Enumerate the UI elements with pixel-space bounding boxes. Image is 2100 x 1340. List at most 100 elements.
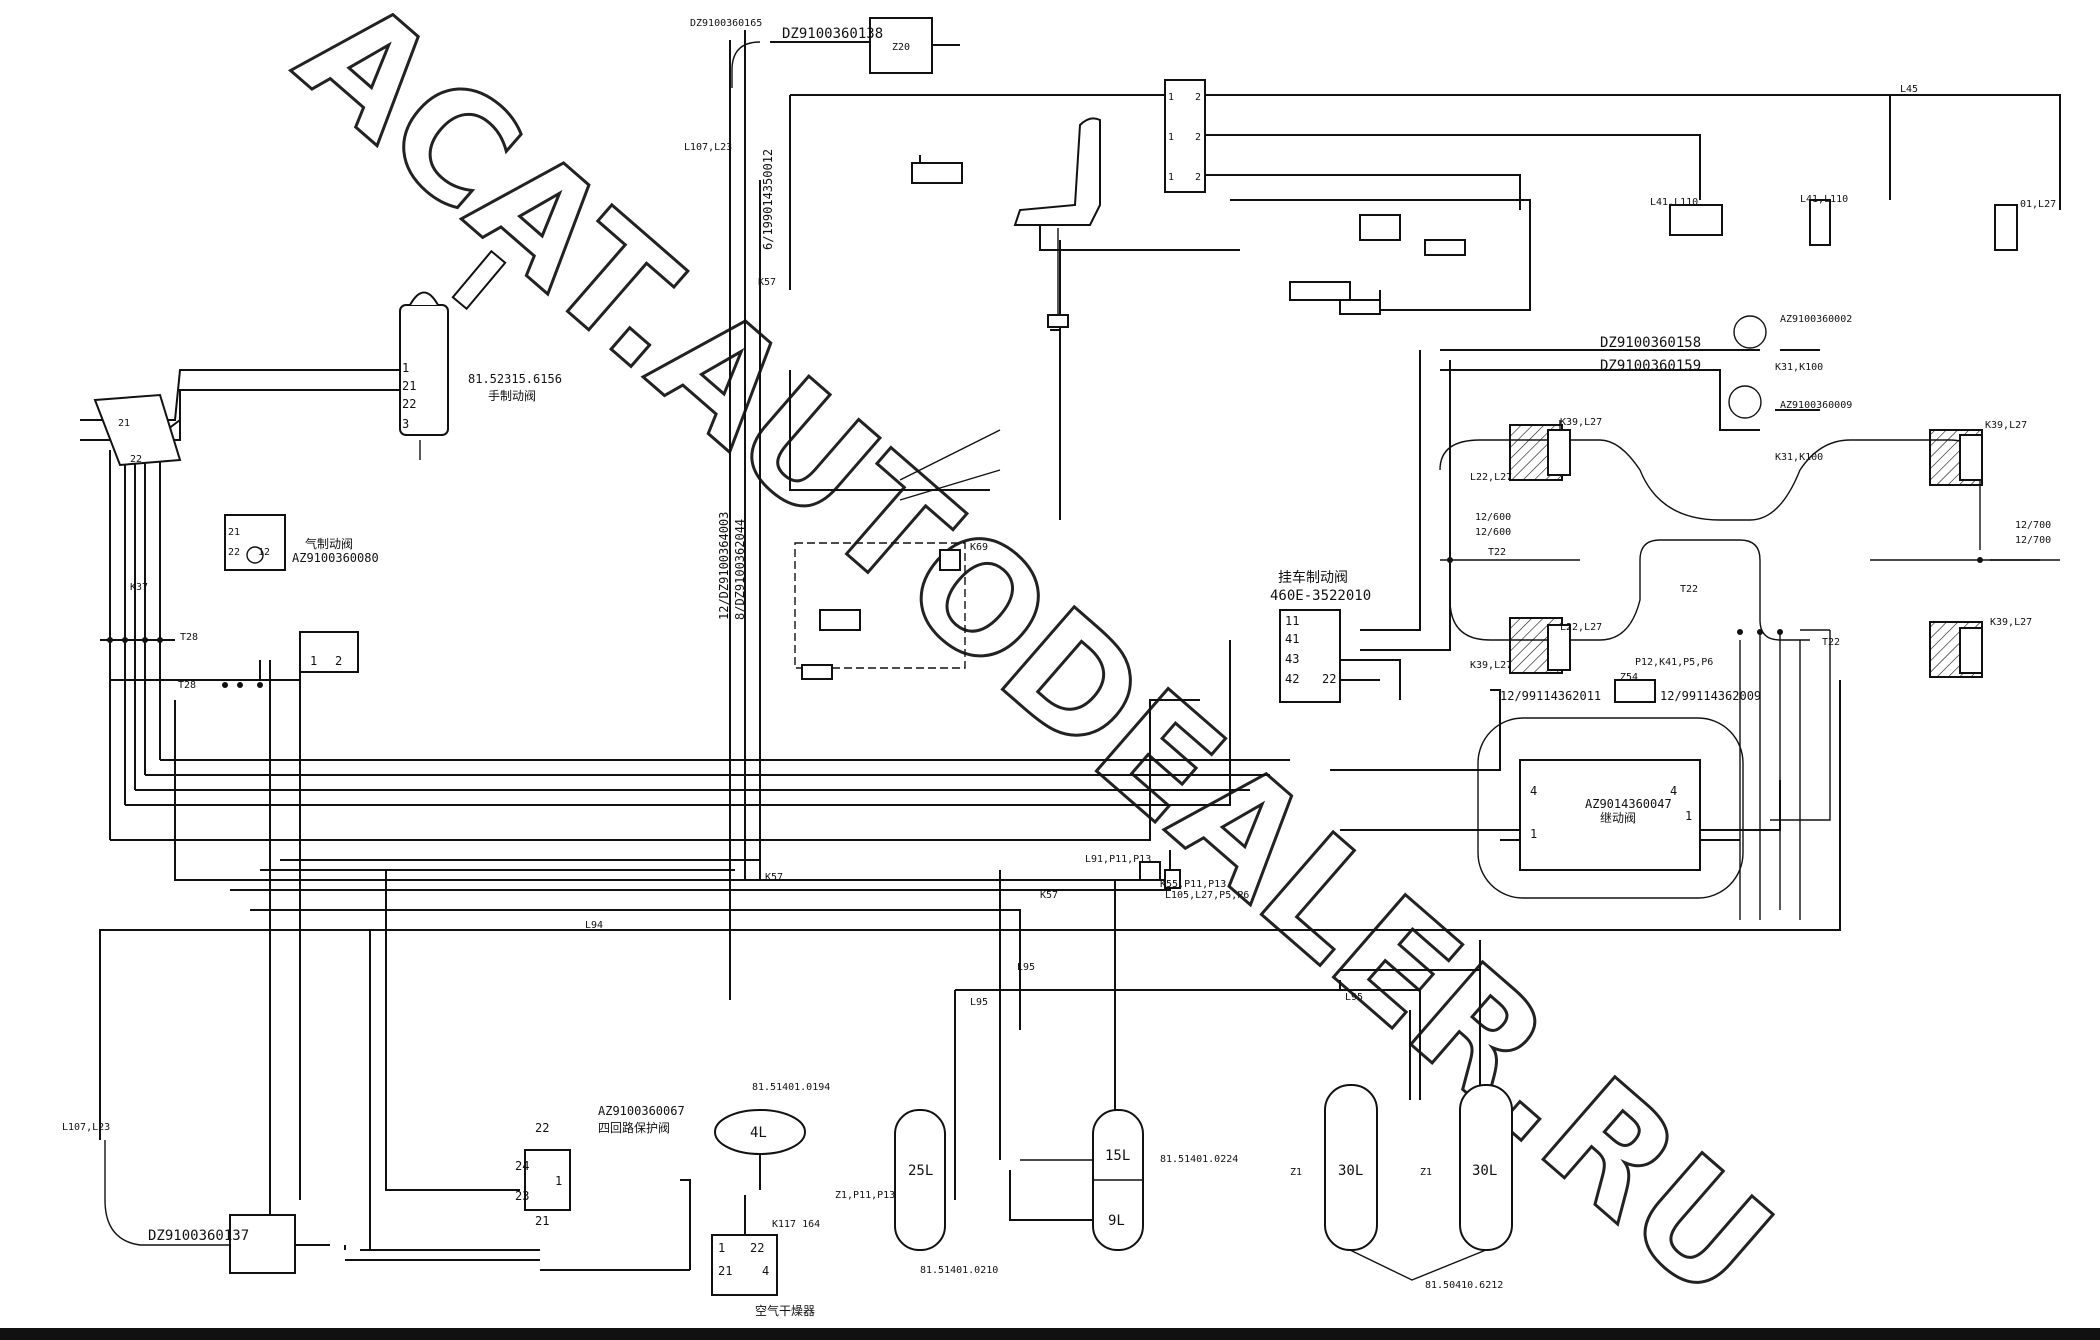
top-hose: Z20 DZ9100360138 DZ9100360165 L107,L23 bbox=[684, 17, 960, 153]
dryer-port-21: 21 bbox=[718, 1264, 732, 1278]
k55-label: K55,P11,P13 bbox=[1160, 879, 1226, 890]
tv-port-11: 11 bbox=[1285, 614, 1299, 628]
t22-c: T22 bbox=[1822, 637, 1840, 648]
vertical-hose-labels: 6/199014350012 12/DZ9100364003 8/DZ91003… bbox=[717, 149, 775, 620]
trailer-brake-valve: 11 41 43 42 22 挂车制动阀 460E-3522010 bbox=[1270, 569, 1371, 703]
z1-c: Z1 bbox=[1420, 1167, 1432, 1178]
hand-valve-title: 手制动阀 bbox=[488, 389, 536, 403]
svg-text:22: 22 bbox=[130, 454, 142, 465]
air-brake-title: 气制动阀 bbox=[305, 536, 353, 551]
l107-bottom: L107,L23 bbox=[62, 1122, 110, 1133]
hand-valve-part: 81.52315.6156 bbox=[468, 372, 562, 386]
k31-b: K31,K100 bbox=[1775, 452, 1823, 463]
brake-chambers: K39,L27 L22,L27 L22,L27 K39,L27 K39,L27 … bbox=[1470, 417, 2051, 678]
tv-port-22: 22 bbox=[1322, 672, 1336, 686]
center-control: K69 bbox=[794, 542, 988, 680]
l95-b: L95 bbox=[970, 997, 988, 1008]
relay-title: 继动阀 bbox=[1600, 811, 1636, 825]
t12-a: 12/600 bbox=[1475, 512, 1511, 523]
k39-d: K39,L27 bbox=[1470, 660, 1512, 671]
z54-label: Z54 bbox=[1620, 672, 1638, 683]
hand-brake-valve: 1 21 22 3 81.52315.6156 手制动阀 bbox=[399, 249, 562, 460]
tank-30l-a: 30L bbox=[1338, 1163, 1363, 1179]
svg-text:2: 2 bbox=[335, 654, 342, 668]
svg-text:2: 2 bbox=[1195, 92, 1201, 103]
tank-part-c: 81.51401.0224 bbox=[1160, 1154, 1238, 1165]
l107-top: L107,L23 bbox=[684, 142, 732, 153]
tank-part-b: 81.51401.0210 bbox=[920, 1265, 998, 1276]
l41-b: L41,L110 bbox=[1800, 194, 1848, 205]
svg-text:4: 4 bbox=[1530, 784, 1537, 798]
bottom-hose-part: DZ9100360137 bbox=[148, 1228, 249, 1244]
bottom-hose: DZ9100360137 L107,L23 bbox=[62, 1122, 296, 1274]
tv-port-42: 42 bbox=[1285, 672, 1299, 686]
center-tees: L91,P11,P13 K55,P11,P13 L105,L27,P5,P6 L… bbox=[130, 277, 1363, 1008]
air-brake-valve: 21 22 12 气制动阀 AZ9100360080 bbox=[224, 514, 379, 571]
top-distributor: 1 2 1 2 1 2 L45 L41,L110 L41,L110 01,L27 bbox=[1164, 79, 2056, 251]
dryer-title: 空气干燥器 bbox=[755, 1303, 815, 1318]
t28-a: T28 bbox=[180, 632, 198, 643]
tank-part-d: 81.50410.6212 bbox=[1425, 1280, 1503, 1291]
pipe-network bbox=[80, 30, 2061, 1271]
tank-9l: 9L bbox=[1108, 1213, 1125, 1229]
left-connector: 21 22 bbox=[93, 393, 182, 467]
k69-label: K69 bbox=[970, 542, 988, 553]
svg-text:1: 1 bbox=[1168, 132, 1174, 143]
red-part: AZ9100360002 bbox=[1780, 314, 1852, 325]
pv-port-1: 1 bbox=[555, 1174, 562, 1188]
t12-b: 12/700 bbox=[2015, 520, 2051, 531]
svg-text:4: 4 bbox=[1670, 784, 1677, 798]
junction-dots bbox=[107, 557, 1983, 688]
l41-a: L41,L110 bbox=[1650, 197, 1698, 208]
svg-text:1: 1 bbox=[1685, 809, 1692, 823]
tank-4l: 4L bbox=[750, 1125, 767, 1141]
trailer-valve-part: 460E-3522010 bbox=[1270, 588, 1371, 604]
l95-c: L95 bbox=[1345, 992, 1363, 1003]
t12-a2: 12/600 bbox=[1475, 527, 1511, 538]
air-brake-part: AZ9100360080 bbox=[292, 551, 379, 565]
small-parts bbox=[911, 162, 1767, 419]
t12-b2: 12/700 bbox=[2015, 535, 2051, 546]
ls27-a: L22,L27 bbox=[1470, 472, 1512, 483]
yellow-part: AZ9100360009 bbox=[1780, 400, 1852, 411]
air-tanks: 4L 81.51401.0194 25L 81.51401.0210 Z1,P1… bbox=[714, 1082, 1513, 1291]
tv-port-43: 43 bbox=[1285, 652, 1299, 666]
air-dryer: 1 22 21 4 空气干燥器 K117 164 bbox=[711, 1195, 820, 1318]
watermark-text: ACAT.AUTODEALER.RU bbox=[266, 0, 1802, 1333]
pv-port-24: 24 bbox=[515, 1159, 529, 1173]
k57-c: K57 bbox=[758, 277, 776, 288]
trailer-valve-title: 挂车制动阀 bbox=[1278, 569, 1348, 586]
k57-b: K57 bbox=[1040, 890, 1058, 901]
svg-text:1: 1 bbox=[310, 654, 317, 668]
k39-c: K39,L27 bbox=[1990, 617, 2032, 628]
seat bbox=[1013, 117, 1101, 328]
port-22: 22 bbox=[402, 397, 416, 411]
pv-part: AZ9100360067 bbox=[598, 1104, 685, 1118]
p12-label: P12,K41,P5,P6 bbox=[1635, 657, 1713, 668]
dryer-port-1: 1 bbox=[718, 1241, 725, 1255]
dryer-port-4: 4 bbox=[762, 1264, 769, 1278]
svg-text:21: 21 bbox=[118, 418, 130, 429]
hose-m2: 12/99114362009 bbox=[1660, 689, 1761, 703]
tank-part-a: 81.51401.0194 bbox=[752, 1082, 830, 1093]
tank-25l: 25L bbox=[908, 1163, 933, 1179]
svg-text:1: 1 bbox=[1168, 92, 1174, 103]
l45-top: L45 bbox=[1900, 84, 1918, 95]
top-hose-part: DZ9100360138 bbox=[782, 26, 883, 42]
l95-a: L95 bbox=[1017, 962, 1035, 973]
hose-m1: 12/99114362011 bbox=[1500, 689, 1601, 703]
tv-port-41: 41 bbox=[1285, 632, 1299, 646]
dryer-port-22: 22 bbox=[750, 1241, 764, 1255]
pv-port-21: 21 bbox=[535, 1214, 549, 1228]
l105-label: L105,L27,P5,P6 bbox=[1165, 890, 1249, 901]
port-21: 21 bbox=[402, 379, 416, 393]
hose-v3: 8/DZ9100362044 bbox=[733, 519, 747, 620]
hose-v2: 12/DZ9100364003 bbox=[717, 512, 731, 620]
t28-b: T28 bbox=[178, 680, 196, 691]
svg-text:1: 1 bbox=[1168, 172, 1174, 183]
l91-label: L91,P11,P13 bbox=[1085, 854, 1151, 865]
k39-b: K39,L27 bbox=[1985, 420, 2027, 431]
hose-158: DZ9100360158 bbox=[1600, 335, 1701, 351]
relay-valve: 4 4 1 1 AZ9014360047 继动阀 12/99114362011 … bbox=[1477, 657, 1761, 899]
